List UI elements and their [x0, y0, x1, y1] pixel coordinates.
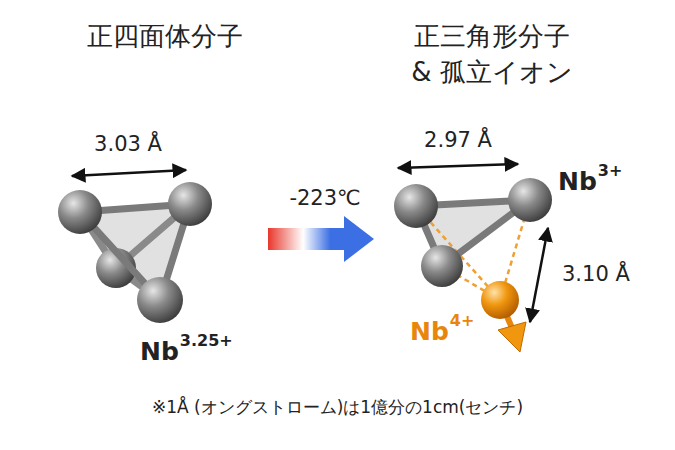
- dimension-label: 3.03 Å: [94, 132, 162, 156]
- temperature-label: -223℃: [289, 186, 360, 210]
- cooling-arrow: [268, 216, 374, 262]
- dimension-arrow: [398, 164, 518, 168]
- dimension-arrow: [72, 170, 186, 176]
- ion-label: Nb: [140, 338, 179, 367]
- charge-superscript: 3+: [598, 162, 623, 180]
- molecule-heading: 正三角形分子: [414, 22, 570, 52]
- molecule-heading: 正四面体分子: [87, 22, 243, 52]
- ion-label: Nb: [410, 318, 449, 347]
- footnote-caption: ※1Å (オングストローム)は1億分の1cm(センチ): [152, 398, 523, 418]
- dimension-arrow: [530, 228, 548, 322]
- dimension-label: 2.97 Å: [424, 128, 492, 152]
- dimension-label: 3.10 Å: [562, 262, 630, 286]
- charge-superscript: 3.25+: [180, 332, 233, 350]
- ion-label: Nb: [558, 168, 597, 197]
- isolated-ion: [481, 281, 526, 352]
- triangle-molecule: [394, 178, 552, 300]
- tetrahedron-molecule: [58, 182, 212, 323]
- molecule-heading: & 孤立イオン: [411, 58, 573, 88]
- charge-superscript: 4+: [450, 312, 475, 330]
